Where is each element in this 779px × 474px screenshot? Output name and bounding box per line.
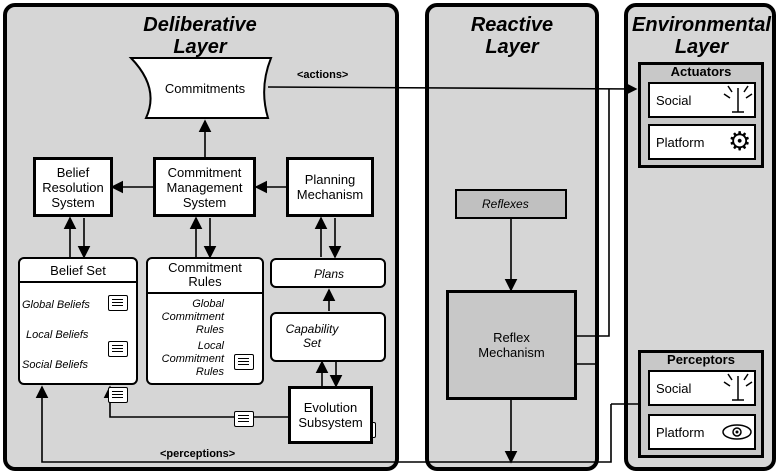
commitment-rules-title: Commitment Rules	[168, 260, 242, 289]
reflex-mechanism: Reflex Mechanism	[446, 290, 577, 400]
actuators-title: Actuators	[670, 64, 732, 79]
document-icon	[108, 341, 128, 357]
actuator-social-label: Social	[656, 92, 692, 108]
reflexes-box	[455, 189, 567, 219]
evolution-subsystem: Evolution Subsystem	[288, 386, 373, 444]
perceptor-social-label: Social	[656, 380, 692, 396]
perceptions-tag: <perceptions>	[160, 448, 236, 460]
actuator-platform-label: Platform	[656, 134, 705, 150]
belief-item-social: Social Beliefs	[22, 359, 89, 371]
belief-item-local: Local Beliefs	[26, 329, 89, 341]
reactive-layer-title: Reactive Layer	[470, 14, 554, 58]
document-icon	[108, 387, 128, 403]
belief-set-title: Belief Set	[50, 263, 106, 278]
plans-label: Plans	[314, 267, 345, 281]
perceptor-platform-label: Platform	[656, 424, 705, 440]
belief-set-panel	[18, 257, 138, 385]
document-icon	[234, 354, 254, 370]
capability-set-label: Capability Set	[285, 322, 339, 350]
gears-icon: ⚙	[728, 126, 752, 156]
environmental-layer-title: Environmental Layer	[632, 14, 771, 58]
document-icon	[108, 295, 128, 311]
commitment-management-system: Commitment Management System	[153, 157, 256, 217]
perceptors-title: Perceptors	[667, 352, 735, 367]
reflexes-label: Reflexes	[482, 197, 529, 211]
commitments-label: Commitments	[164, 81, 246, 96]
planning-mechanism: Planning Mechanism	[286, 157, 374, 217]
capability-set-box	[270, 312, 386, 362]
document-icon	[234, 411, 254, 427]
plans-box	[270, 258, 386, 288]
belief-item-global: Global Beliefs	[22, 299, 90, 311]
actuator-platform: Platform	[648, 124, 756, 160]
deliberative-layer-title: Deliberative Layer	[143, 14, 257, 58]
actions-tag: <actions>	[297, 69, 349, 81]
rule-item-global: Global Commitment Rules	[161, 298, 224, 336]
belief-resolution-system: Belief Resolution System	[33, 157, 113, 217]
rule-item-local: Local Commitment Rules	[161, 340, 224, 378]
